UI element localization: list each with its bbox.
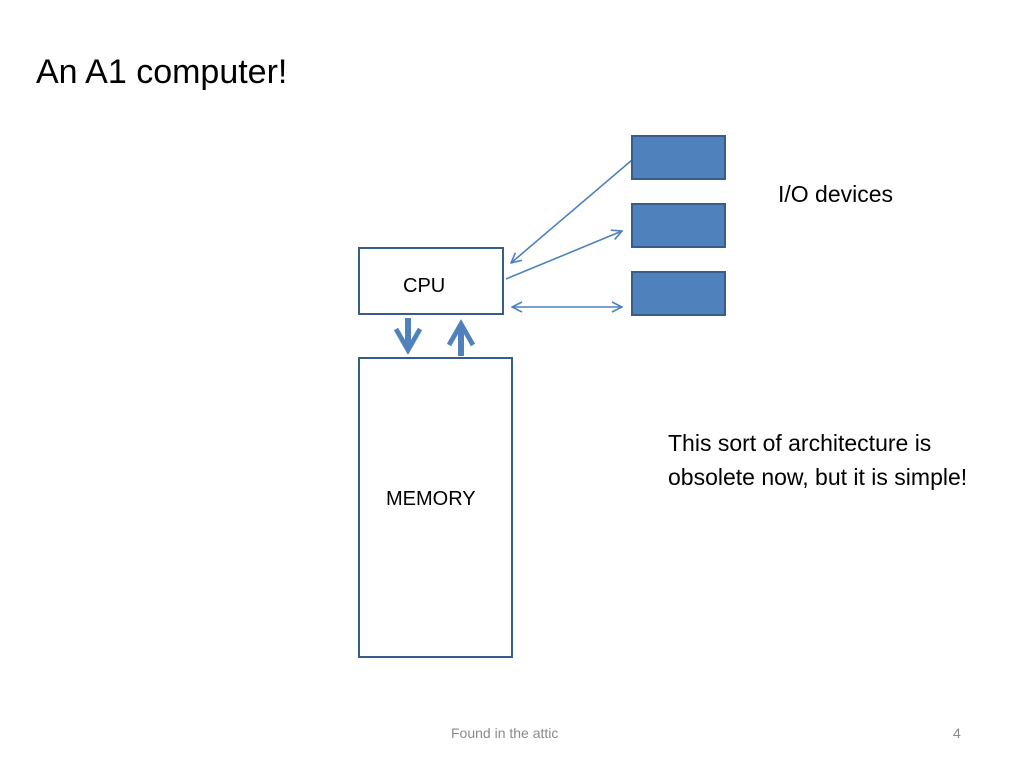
io-devices-label: I/O devices	[778, 181, 894, 207]
slide-title: An A1 computer!	[36, 53, 288, 91]
arrow-io1-to-cpu	[511, 159, 633, 263]
cpu-box	[358, 247, 504, 315]
io-device-2	[631, 203, 726, 248]
slide-page-number: 4	[953, 725, 961, 741]
memory-label: MEMORY	[386, 488, 476, 510]
arrow-cpu-to-io2	[505, 231, 622, 280]
memory-box	[358, 357, 513, 658]
io-device-3	[631, 271, 726, 316]
io-device-1	[631, 135, 726, 180]
cpu-label: CPU	[403, 275, 446, 297]
slide-footer: Found in the attic	[451, 725, 559, 741]
architecture-note: This sort of architecture is obsolete no…	[668, 430, 968, 490]
